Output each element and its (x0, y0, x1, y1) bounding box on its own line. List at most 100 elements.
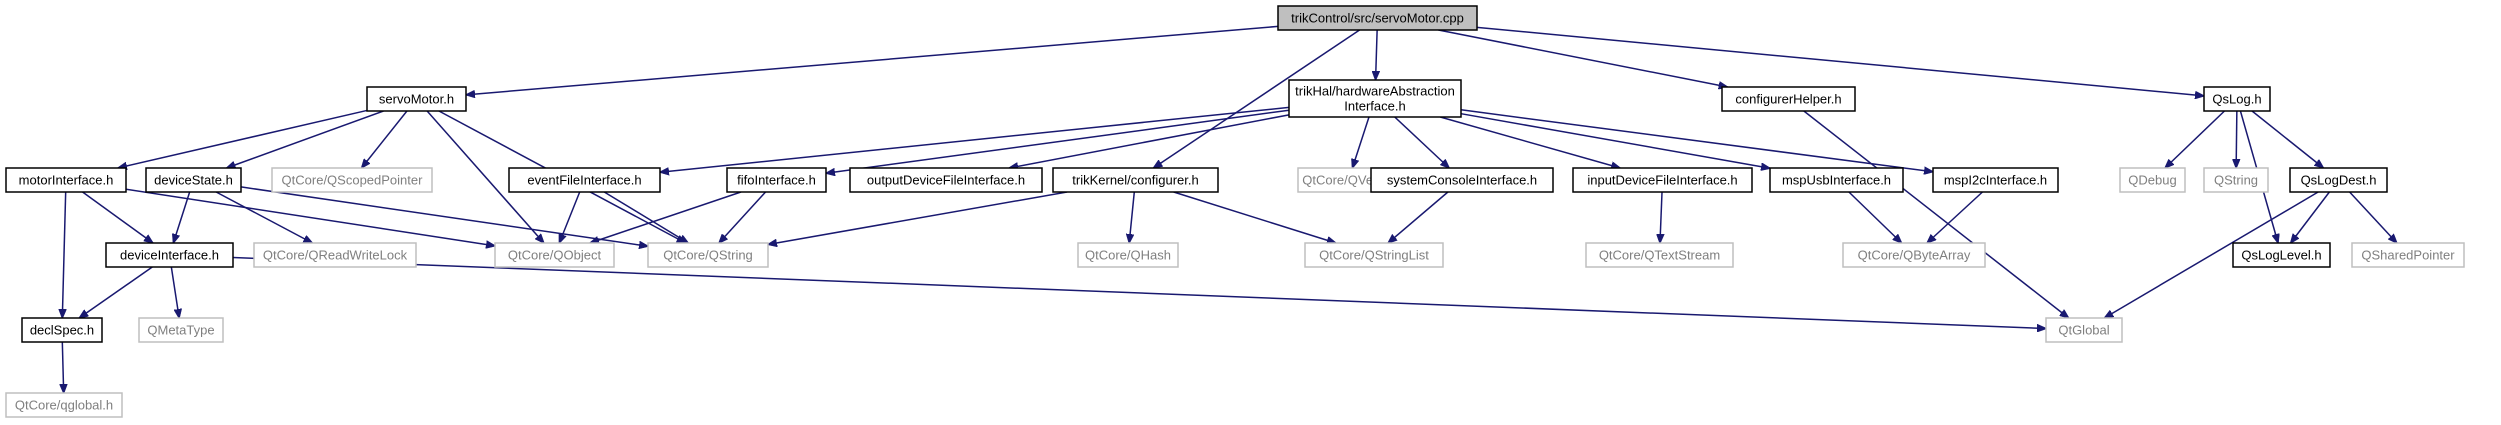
node-qs-log-dest[interactable]: QsLogDest.h (2289, 167, 2388, 193)
edge-msp-i2c-interface-to-qbyte-array (1927, 191, 1983, 243)
node-qread-write-lock: QtCore/QReadWriteLock (253, 242, 417, 268)
node-qmeta-type: QMetaType (138, 317, 224, 343)
node-label: QsLog.h (2212, 92, 2261, 107)
nodes-layer: trikControl/src/servoMotor.cpp servoMotor… (5, 5, 2465, 418)
node-qhash: QtCore/QHash (1077, 242, 1179, 268)
edge-motor-interface-to-device-interface (82, 191, 153, 243)
node-box (271, 167, 433, 193)
node-box (1572, 167, 1753, 193)
node-msp-usb-interface[interactable]: mspUsbInterface.h (1769, 167, 1904, 193)
node-label: QtCore/QReadWriteLock (263, 248, 408, 263)
node-label: QtCore/QTextStream (1599, 248, 1720, 263)
node-box (849, 167, 1043, 193)
edge-event-file-interface-to-qobject (558, 191, 581, 243)
node-label: eventFileInterface.h (527, 173, 641, 188)
node-label: mspUsbInterface.h (1782, 173, 1891, 188)
edge-hal-to-qvector (1352, 116, 1370, 168)
edge-device-interface-to-qt-global (232, 256, 2046, 328)
node-servo-motor-h[interactable]: servoMotor.h (366, 86, 467, 112)
edge-device-state-to-device-interface (173, 191, 191, 243)
node-qdebug: QDebug (2119, 167, 2186, 193)
node-device-interface[interactable]: deviceInterface.h (105, 242, 234, 268)
node-box (105, 242, 234, 268)
edge-qs-log-to-qstring (2236, 110, 2237, 168)
node-event-file-interface[interactable]: eventFileInterface.h (508, 167, 661, 193)
edge-device-interface-to-decl-spec (79, 266, 153, 318)
node-root[interactable]: trikControl/src/servoMotor.cpp (1277, 5, 1478, 31)
node-box (1721, 86, 1856, 112)
edge-servo-motor-h-to-device-state (227, 110, 384, 168)
edge-configurer-to-qstring-list (1173, 191, 1336, 243)
edge-device-interface-to-qmeta-type (170, 266, 179, 318)
node-box (1288, 79, 1462, 118)
node-input-device-file-interface[interactable]: inputDeviceFileInterface.h (1572, 167, 1753, 193)
node-label: QtCore/QScopedPointer (282, 173, 424, 188)
edge-qs-log-to-qs-log-dest (2251, 110, 2323, 168)
edge-servo-motor-h-to-motor-interface (118, 109, 368, 168)
node-label: mspI2cInterface.h (1944, 173, 2047, 188)
node-qt-core-qstring: QtCore/QString (647, 242, 769, 268)
node-box (1304, 242, 1444, 268)
node-configurer[interactable]: trikKernel/configurer.h (1052, 167, 1219, 193)
node-decl-spec[interactable]: declSpec.h (21, 317, 103, 343)
edge-configurer-to-qt-core-qstring (768, 191, 1068, 244)
edge-root-to-configurer (1153, 29, 1360, 168)
edge-fifo-interface-to-qobject (590, 191, 742, 243)
node-qs-log[interactable]: QsLog.h (2203, 86, 2271, 112)
node-fifo-interface[interactable]: fifoInterface.h (726, 167, 827, 193)
node-qs-log-level[interactable]: QsLogLevel.h (2232, 242, 2331, 268)
node-box (145, 167, 242, 193)
edge-msp-usb-interface-to-qbyte-array (1848, 191, 1902, 243)
node-box (726, 167, 827, 193)
node-box (2119, 167, 2186, 193)
node-output-device-file-interface[interactable]: outputDeviceFileInterface.h (849, 167, 1043, 193)
node-system-console-interface[interactable]: systemConsoleInterface.h (1370, 167, 1554, 193)
node-device-state[interactable]: deviceState.h (145, 167, 242, 193)
edge-root-to-configurer-helper (1438, 29, 1727, 87)
node-qobject: QtCore/QObject (494, 242, 615, 268)
edge-decl-spec-to-qglobal (62, 341, 63, 393)
edge-qs-log-to-qdebug (2165, 110, 2226, 168)
node-box (1769, 167, 1904, 193)
node-qscoped-pointer: QtCore/QScopedPointer (271, 167, 433, 193)
node-label: QtCore/qglobal.h (15, 398, 113, 413)
node-qt-global: QtGlobal (2045, 317, 2123, 343)
edge-configurer-helper-to-qt-global (1803, 110, 2069, 318)
node-box (2045, 317, 2123, 343)
node-label: servoMotor.h (379, 92, 454, 107)
node-msp-i2c-interface[interactable]: mspI2cInterface.h (1932, 167, 2059, 193)
edge-servo-motor-h-to-qscoped-pointer (362, 110, 408, 168)
node-box (1277, 5, 1478, 31)
node-label: QMetaType (147, 323, 214, 338)
node-box (1370, 167, 1554, 193)
node-label: deviceState.h (154, 173, 233, 188)
node-label: QtCore/QStringList (1319, 248, 1429, 263)
node-motor-interface[interactable]: motorInterface.h (5, 167, 127, 193)
node-label: QtCore/QByteArray (1858, 248, 1971, 263)
edge-hal-to-event-file-interface (660, 106, 1290, 172)
node-box (2203, 167, 2269, 193)
node-label: QDebug (2128, 173, 2176, 188)
edge-qs-log-dest-to-qshared-pointer (2349, 191, 2397, 243)
node-configurer-helper[interactable]: configurerHelper.h (1721, 86, 1856, 112)
node-qshared-pointer: QSharedPointer (2351, 242, 2465, 268)
node-box (1585, 242, 1734, 268)
node-label: deviceInterface.h (120, 248, 219, 263)
edge-servo-motor-h-to-qobject (426, 110, 544, 243)
node-box (1052, 167, 1219, 193)
node-qglobal: QtCore/qglobal.h (5, 392, 123, 418)
node-box (21, 317, 103, 343)
node-label: fifoInterface.h (737, 173, 816, 188)
edge-system-console-interface-to-qstring-list (1388, 191, 1449, 243)
edge-hal-to-system-console-interface (1394, 116, 1449, 168)
edge-input-device-file-interface-to-qtext-stream (1660, 191, 1662, 243)
edge-configurer-to-qhash (1129, 191, 1136, 243)
node-label: QsLogLevel.h (2241, 248, 2321, 263)
edge-motor-interface-to-decl-spec (62, 191, 65, 318)
node-label: declSpec.h (30, 323, 94, 338)
node-box (508, 167, 661, 193)
node-qstring-list: QtCore/QStringList (1304, 242, 1444, 268)
edge-qs-log-dest-to-qs-log-level (2291, 191, 2330, 243)
node-box (253, 242, 417, 268)
